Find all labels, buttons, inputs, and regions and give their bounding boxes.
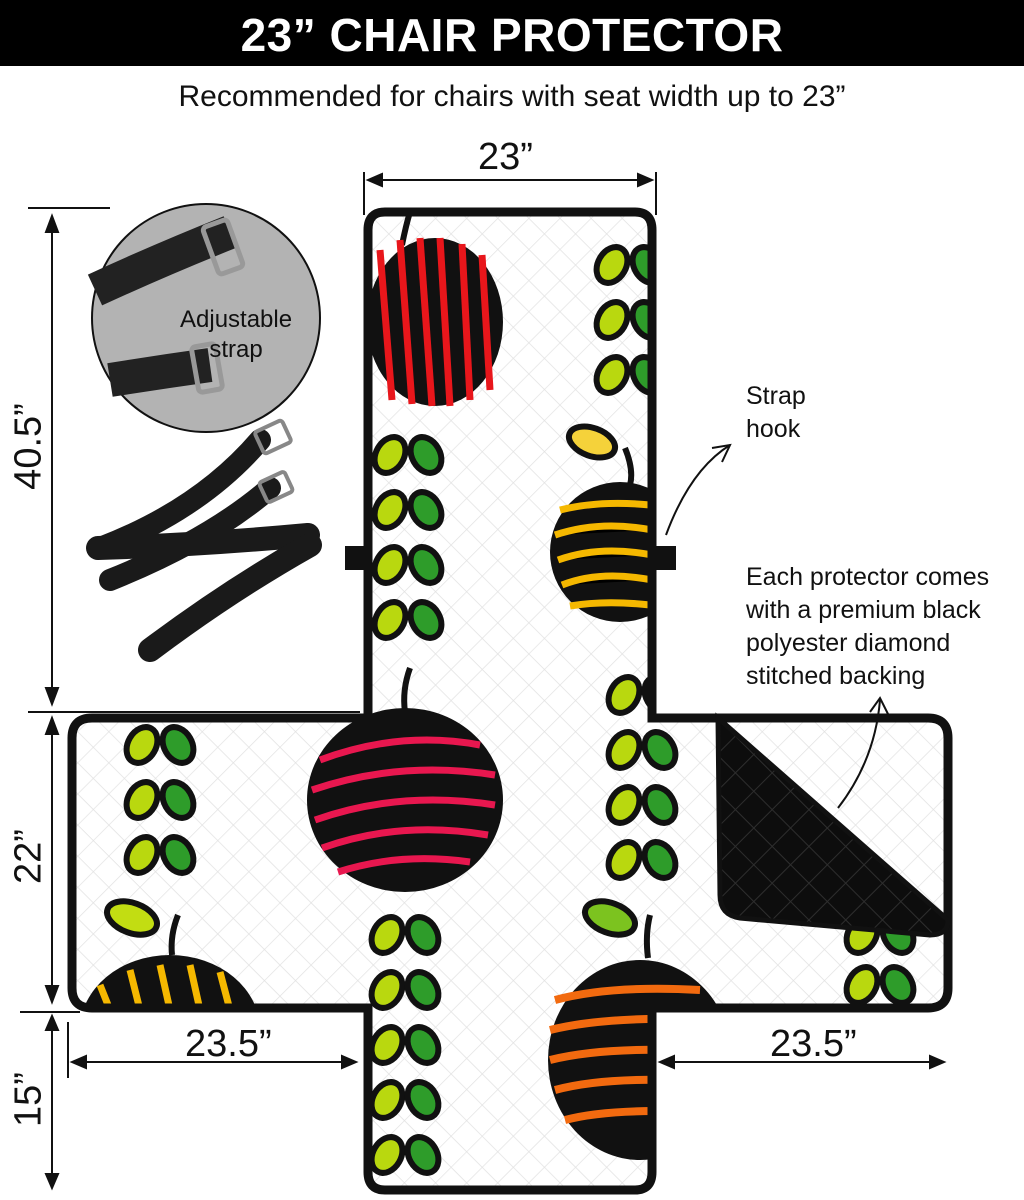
dim-top-width: 23” (478, 136, 533, 178)
strap-hook-line1: Strap (746, 382, 806, 410)
dim-left-arm: 23.5” (185, 1023, 272, 1065)
dim-front-flap: 15” (7, 1072, 50, 1127)
page-title: 23” CHAIR PROTECTOR (240, 9, 784, 61)
annotation-arrows (665, 443, 889, 809)
apple-red (367, 212, 503, 407)
chair-protector-cover (72, 212, 948, 1190)
dim-back-height: 40.5” (7, 403, 50, 490)
backing-note-line: Each protector comes (746, 563, 990, 591)
backing-note-line: with a premium black (746, 596, 981, 624)
subtitle: Recommended for chairs with seat width u… (178, 80, 846, 113)
adjustable-strap-label: Adjustable strap (180, 305, 292, 365)
dimension-lines (20, 172, 947, 1191)
backing-note-line: stitched backing (746, 662, 926, 690)
strap-hook-line2: hook (746, 415, 801, 443)
strap-hook-left (345, 546, 369, 570)
backing-note-line: polyester diamond (746, 629, 951, 657)
strap-label-line2: strap (209, 336, 263, 363)
backing-fold (715, 712, 951, 938)
dim-seat-depth: 22” (7, 829, 50, 884)
dim-right-arm: 23.5” (770, 1023, 857, 1065)
strap-detail-circle (87, 203, 321, 433)
backing-note: Each protector comes with a premium blac… (746, 561, 989, 693)
strap-label-line1: Adjustable (180, 306, 293, 333)
strap-hook-label: Strap hook (746, 380, 806, 446)
loose-strap (86, 418, 322, 662)
apple-pink (307, 666, 503, 892)
strap-hook-right (652, 546, 676, 570)
header-bar: 23” CHAIR PROTECTOR (0, 0, 1024, 66)
